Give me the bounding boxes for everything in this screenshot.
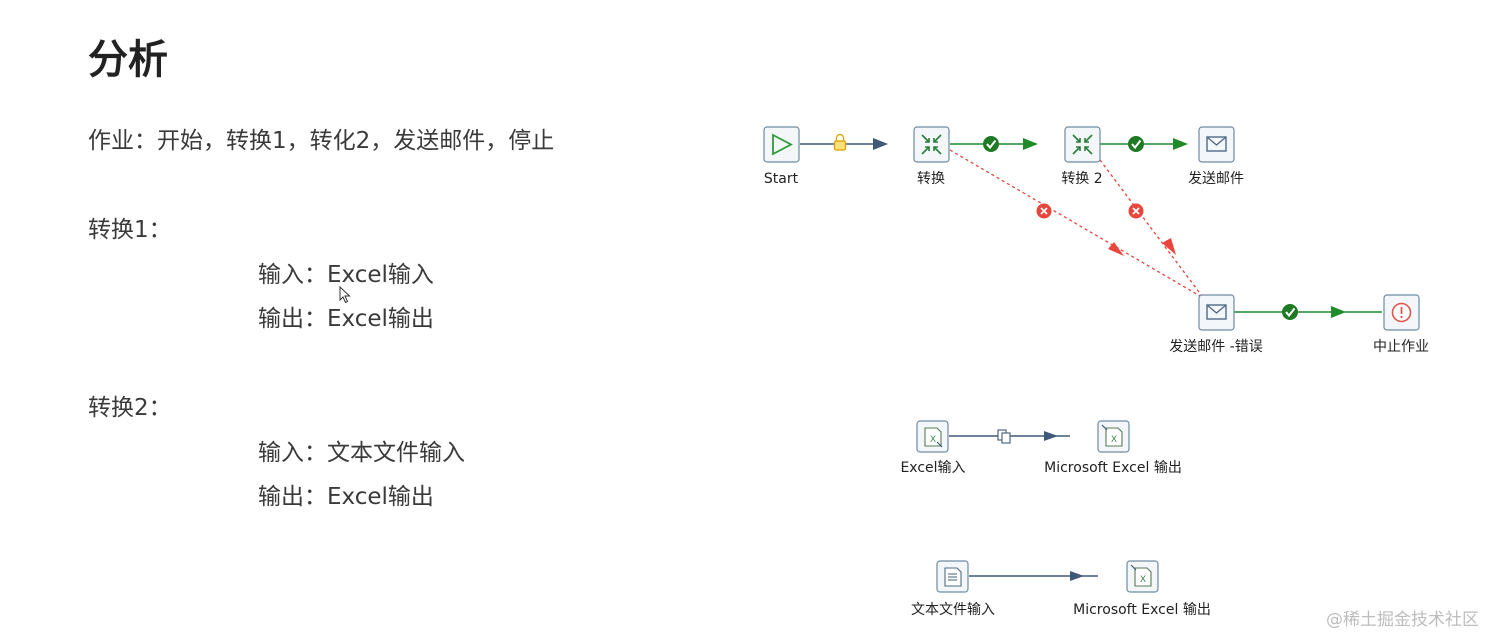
trans2-node-text-file-input-label: 文本文件输入 [911, 602, 995, 618]
trans1-node-excel-output-label: Microsoft Excel 输出 [1044, 460, 1182, 476]
transform2-heading: 转换2： [88, 395, 172, 421]
hop-excel-input-to-excel-output[interactable] [949, 429, 1070, 444]
transform2-output: 输出：Excel输出 [258, 484, 434, 510]
transform1-output: 输出：Excel输出 [258, 306, 434, 332]
hop-trans2-to-mail-success[interactable] [1100, 136, 1188, 152]
job-node-mail-label: 发送邮件 [1188, 171, 1244, 187]
job-node-abort-label: 中止作业 [1373, 339, 1429, 355]
text-file-icon [944, 567, 962, 587]
error-x-icon [1128, 203, 1144, 219]
svg-text:X: X [1140, 574, 1146, 584]
trans2-node-text-file-input[interactable]: 文本文件输入 [911, 560, 995, 618]
job-node-mail[interactable]: 发送邮件 [1188, 126, 1244, 187]
mouse-cursor-icon [339, 286, 351, 304]
trans2-node-excel-output[interactable]: X Microsoft Excel 输出 [1073, 560, 1211, 618]
trans1-node-excel-input[interactable]: X Excel输入 [900, 420, 966, 476]
mail-icon [1206, 136, 1227, 152]
transform2-input: 输入：文本文件输入 [258, 440, 465, 466]
job-node-start[interactable]: Start [763, 126, 800, 187]
job-node-trans2-label: 转换 2 [1061, 170, 1102, 187]
error-x-icon [1036, 203, 1052, 219]
transform1-heading: 转换1： [88, 217, 172, 243]
success-check-icon [983, 136, 999, 152]
hop-mail-error-to-abort-success[interactable] [1234, 304, 1382, 320]
transform1-input: 输入：Excel输入 [258, 262, 434, 288]
trans1-node-excel-input-label: Excel输入 [900, 460, 965, 476]
hop-trans2-to-mail-error-failure[interactable] [1099, 159, 1203, 297]
excel-output-icon: X [1130, 564, 1152, 587]
transformation-icon [921, 134, 942, 155]
svg-text:X: X [930, 434, 936, 444]
play-icon [772, 133, 793, 156]
job-node-mail-error-label: 发送邮件 -错误 [1169, 339, 1263, 355]
hop-trans1-to-trans2-success[interactable] [950, 136, 1038, 152]
job-node-mail-error[interactable]: 发送邮件 -错误 [1169, 294, 1263, 355]
watermark: @稀土掘金技术社区 [1326, 610, 1479, 630]
hop-start-to-trans1[interactable] [800, 133, 888, 151]
trans2-node-excel-output-label: Microsoft Excel 输出 [1073, 602, 1211, 618]
lock-icon [833, 133, 847, 151]
success-check-icon [1282, 304, 1298, 320]
svg-text:X: X [1111, 434, 1117, 444]
mail-icon [1206, 304, 1227, 320]
job-node-trans1-label: 转换 [917, 170, 945, 187]
trans1-node-excel-output[interactable]: X Microsoft Excel 输出 [1044, 420, 1182, 476]
transformation-icon [1072, 134, 1093, 155]
job-node-start-label: Start [764, 171, 799, 187]
page-title: 分析 [88, 37, 168, 83]
abort-icon [1391, 302, 1412, 323]
job-node-trans1[interactable]: 转换 [913, 126, 950, 187]
excel-input-icon: X [924, 427, 943, 448]
success-check-icon [1128, 136, 1144, 152]
job-node-trans2[interactable]: 转换 2 [1061, 126, 1103, 187]
excel-output-icon: X [1101, 424, 1123, 447]
hop-text-input-to-excel-output[interactable] [969, 571, 1098, 581]
copy-rows-icon [997, 429, 1011, 444]
job-description: 作业：开始，转换1，转化2，发送邮件，停止 [88, 128, 555, 154]
hop-trans1-to-mail-error-failure[interactable] [949, 149, 1201, 297]
job-node-abort[interactable]: 中止作业 [1373, 294, 1429, 355]
